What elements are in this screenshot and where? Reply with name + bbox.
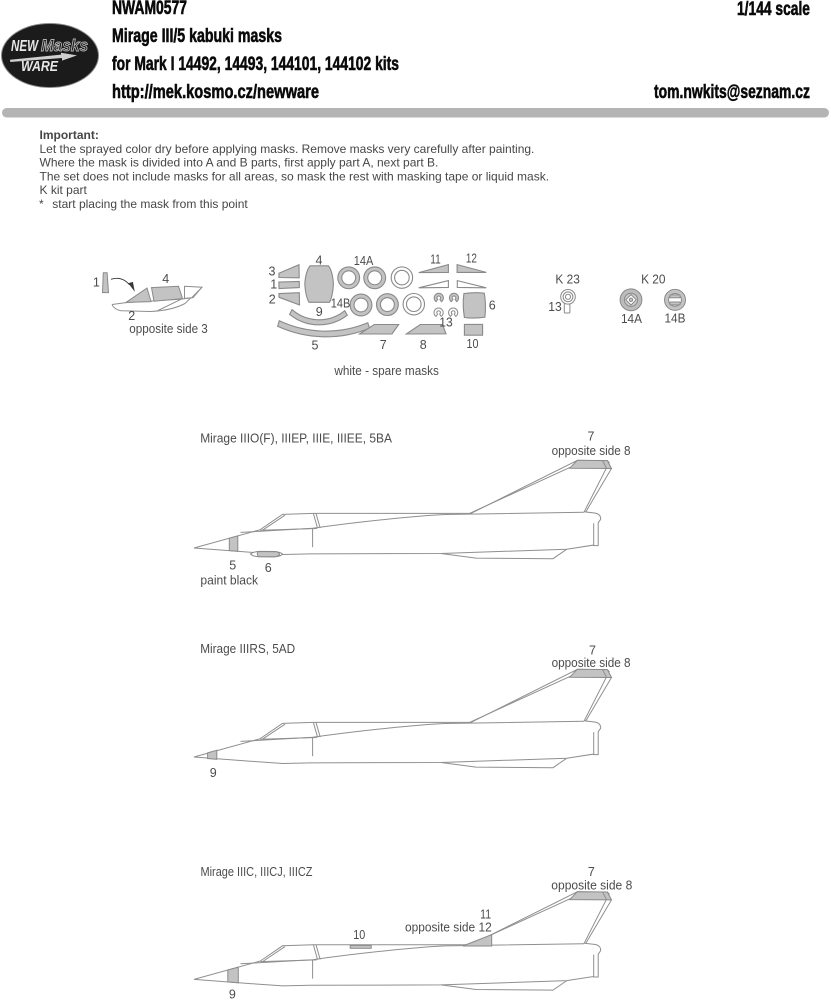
svg-text:*: * <box>39 197 44 211</box>
svg-text:1/144 scale: 1/144 scale <box>737 0 810 20</box>
svg-text:http://mek.kosmo.cz/newware: http://mek.kosmo.cz/newware <box>112 81 319 103</box>
svg-text:start placing the mask from th: start placing the mask from this point <box>52 197 248 211</box>
svg-text:NWAM0577: NWAM0577 <box>112 0 187 19</box>
svg-text:7: 7 <box>588 865 595 879</box>
svg-text:7: 7 <box>589 644 596 658</box>
svg-text:14B: 14B <box>665 312 686 326</box>
svg-text:5: 5 <box>229 559 236 573</box>
svg-text:Mirage IIIC, IIICJ, IIICZ: Mirage IIIC, IIICJ, IIICZ <box>201 865 313 879</box>
svg-text:3: 3 <box>269 265 276 279</box>
svg-text:white - spare masks: white - spare masks <box>333 364 438 378</box>
svg-text:7: 7 <box>588 429 595 443</box>
svg-text:2: 2 <box>128 309 135 323</box>
svg-text:Where the mask is divided into: Where the mask is divided into A and B p… <box>40 156 439 170</box>
svg-text:opposite side 3: opposite side 3 <box>129 322 208 336</box>
svg-text:7: 7 <box>380 338 387 352</box>
svg-text:10: 10 <box>353 928 365 942</box>
svg-text:for Mark I 14492, 14493, 14410: for Mark I 14492, 14493, 144101, 144102 … <box>112 53 399 75</box>
svg-text:opposite side 12: opposite side 12 <box>405 921 492 935</box>
svg-text:9: 9 <box>229 988 236 1000</box>
svg-text:14A: 14A <box>354 254 374 268</box>
svg-text:K kit part: K kit part <box>40 183 88 197</box>
svg-text:paint black: paint black <box>200 574 258 588</box>
svg-text:6: 6 <box>489 299 496 313</box>
svg-text:5: 5 <box>312 338 319 352</box>
svg-text:Important:: Important: <box>40 128 99 142</box>
svg-text:opposite side 8: opposite side 8 <box>551 879 632 893</box>
svg-text:11: 11 <box>430 253 441 267</box>
svg-text:4: 4 <box>162 272 169 286</box>
svg-text:13: 13 <box>548 300 562 314</box>
svg-text:6: 6 <box>265 561 272 575</box>
svg-text:8: 8 <box>420 338 427 352</box>
svg-text:Mirage IIIO(F), IIIEP, IIIE, I: Mirage IIIO(F), IIIEP, IIIE, IIIEE, 5BA <box>200 432 392 446</box>
svg-text:1: 1 <box>93 276 100 290</box>
svg-text:Mirage IIIRS, 5AD: Mirage IIIRS, 5AD <box>200 642 295 656</box>
svg-text:1: 1 <box>270 278 277 292</box>
svg-text:The set does not include masks: The set does not include masks for all a… <box>40 169 550 183</box>
svg-text:14B: 14B <box>331 296 351 310</box>
svg-text:Mirage III/5 kabuki masks: Mirage III/5 kabuki masks <box>112 25 282 47</box>
svg-text:9: 9 <box>316 305 323 319</box>
svg-text:12: 12 <box>466 252 477 266</box>
svg-text:10: 10 <box>467 337 479 351</box>
svg-text:4: 4 <box>316 253 323 267</box>
svg-text:K 23: K 23 <box>555 273 579 287</box>
svg-text:9: 9 <box>210 766 217 780</box>
svg-text:tom.nwkits@seznam.cz: tom.nwkits@seznam.cz <box>654 81 810 103</box>
svg-text:2: 2 <box>269 293 276 307</box>
svg-text:13: 13 <box>439 315 453 329</box>
svg-text:opposite side 8: opposite side 8 <box>552 656 631 670</box>
svg-text:WARE: WARE <box>21 58 59 75</box>
svg-text:opposite side 8: opposite side 8 <box>552 444 631 458</box>
svg-text:14A: 14A <box>621 312 643 326</box>
svg-text:NEW: NEW <box>11 38 39 55</box>
svg-text:Let the sprayed color dry befo: Let the sprayed color dry before applyin… <box>40 142 535 156</box>
svg-text:11: 11 <box>480 907 491 921</box>
svg-text:Masks: Masks <box>41 37 88 55</box>
svg-text:K 20: K 20 <box>641 273 665 287</box>
